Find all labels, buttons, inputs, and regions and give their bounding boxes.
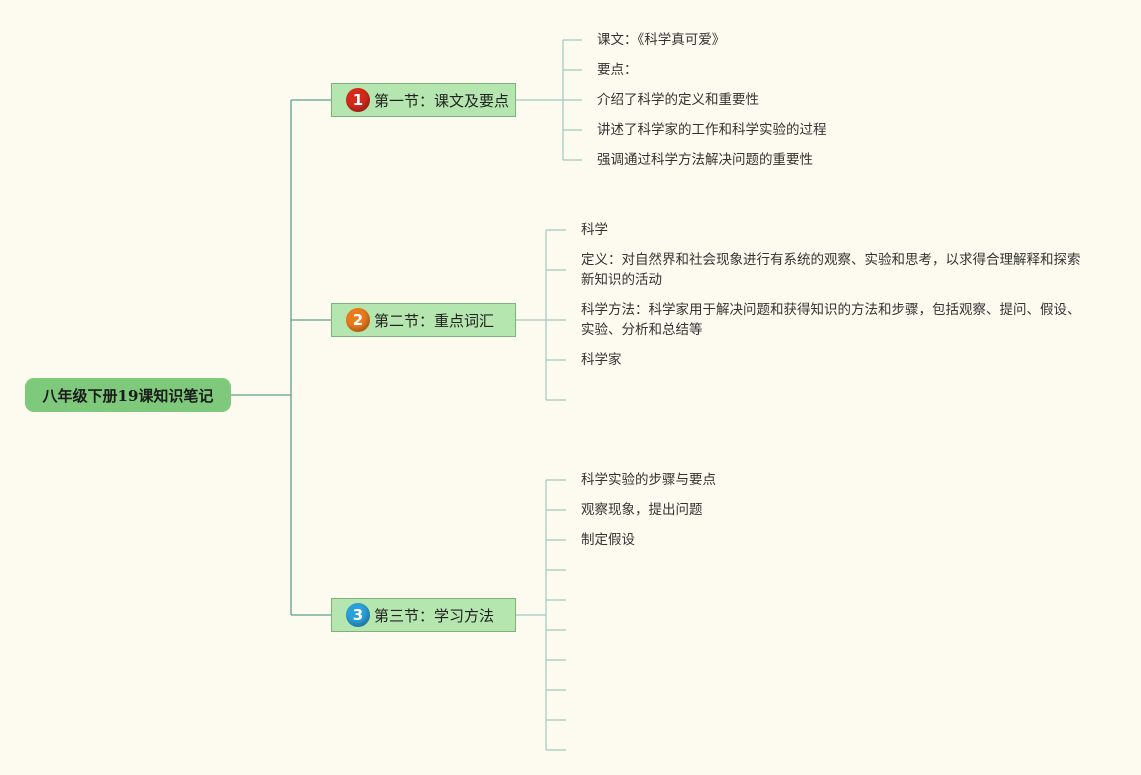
branch-topic-3[interactable]: 3 第三节：学习方法 xyxy=(331,598,516,632)
branch-topic-3-label: 第三节：学习方法 xyxy=(374,606,495,625)
branch-1-leaf-ticks xyxy=(563,39,582,161)
priority-3-icon: 3 xyxy=(346,603,370,627)
leaf-3-2[interactable]: 观察现象，提出问题 xyxy=(581,502,703,518)
leaf-1-3[interactable]: 介绍了科学的定义和重要性 xyxy=(597,92,759,108)
branch-topic-2-label: 第二节：重点词汇 xyxy=(374,311,495,330)
root-topic[interactable]: 八年级下册19课知识笔记 xyxy=(25,378,231,412)
leaf-2-3[interactable]: 科学方法：科学家用于解决问题和获得知识的方法和步骤，包括观察、提问、假设、实验、… xyxy=(581,302,1081,338)
leaf-2-1[interactable]: 科学 xyxy=(581,222,608,238)
branch-3-leaf-ticks xyxy=(546,479,566,751)
branch-2-leaf-ticks xyxy=(546,229,566,401)
priority-2-icon: 2 xyxy=(346,308,370,332)
branch-topic-2[interactable]: 2 第二节：重点词汇 xyxy=(331,303,516,337)
leaf-2-4[interactable]: 科学家 xyxy=(581,352,622,368)
branch-topic-1-label: 第一节：课文及要点 xyxy=(374,91,510,110)
leaf-3-3[interactable]: 制定假设 xyxy=(581,532,635,548)
leaf-1-2[interactable]: 要点： xyxy=(597,62,638,78)
branch-topic-1[interactable]: 1 第一节：课文及要点 xyxy=(331,83,516,117)
priority-1-icon: 1 xyxy=(346,88,370,112)
leaf-2-2[interactable]: 定义：对自然界和社会现象进行有系统的观察、实验和思考，以求得合理解释和探索新知识… xyxy=(581,252,1081,288)
leaf-1-1[interactable]: 课文：《科学真可爱》 xyxy=(597,32,726,48)
root-topic-label: 八年级下册19课知识笔记 xyxy=(42,386,214,405)
leaf-3-1[interactable]: 科学实验的步骤与要点 xyxy=(581,472,716,488)
leaf-1-5[interactable]: 强调通过科学方法解决问题的重要性 xyxy=(597,152,813,168)
leaf-1-4[interactable]: 讲述了科学家的工作和科学实验的过程 xyxy=(597,122,827,138)
